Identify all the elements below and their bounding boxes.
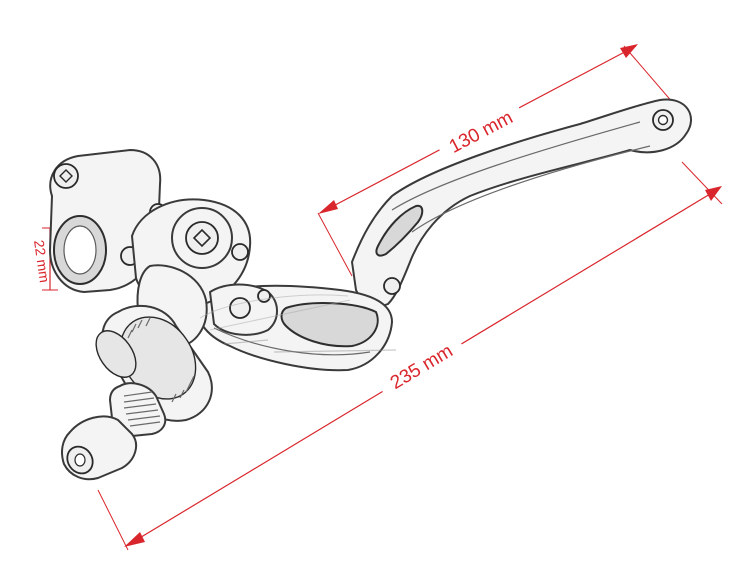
- lever-blade: [351, 98, 692, 307]
- lever-base-edge: [213, 327, 371, 356]
- master-cylinder: [49, 149, 278, 349]
- spring-coils: [123, 391, 161, 427]
- lever-blade-slot: [375, 204, 424, 257]
- adjuster-knob-icon: [119, 316, 197, 400]
- dim-235-extension-right: [681, 161, 723, 205]
- lever-blade-body: [351, 98, 692, 307]
- adjuster-knurling: [127, 317, 195, 403]
- adjuster-dial-icon: [95, 330, 137, 378]
- reservoir-bolt-icon: [231, 243, 249, 261]
- reservoir-cap-screw-icon: [185, 221, 219, 255]
- dimension-22mm: 22 mm: [28, 227, 58, 291]
- lever-pivot-bolt-icon: [383, 277, 401, 295]
- dim-130-arrow-right: [620, 44, 638, 58]
- dim-130-extension-left: [317, 212, 353, 277]
- lever-base-pocket: [280, 302, 379, 348]
- clamp-bolt-top-icon: [53, 163, 79, 189]
- lever-blade-edge-shadow: [411, 145, 651, 233]
- hose-fitting: [61, 382, 167, 481]
- adjuster-assembly: [95, 304, 213, 422]
- dim-235-arrow-right: [705, 186, 722, 201]
- pivot-bracket-bolt-icon: [229, 297, 251, 319]
- dim-130-arrow-left: [318, 200, 338, 214]
- dim-22-label: 22 mm: [31, 239, 53, 284]
- dim-235-arrow-left: [124, 532, 145, 547]
- watermark: [199, 294, 397, 353]
- dim-235-extension-left: [97, 489, 129, 551]
- lever-blade-edge-highlight: [391, 121, 641, 211]
